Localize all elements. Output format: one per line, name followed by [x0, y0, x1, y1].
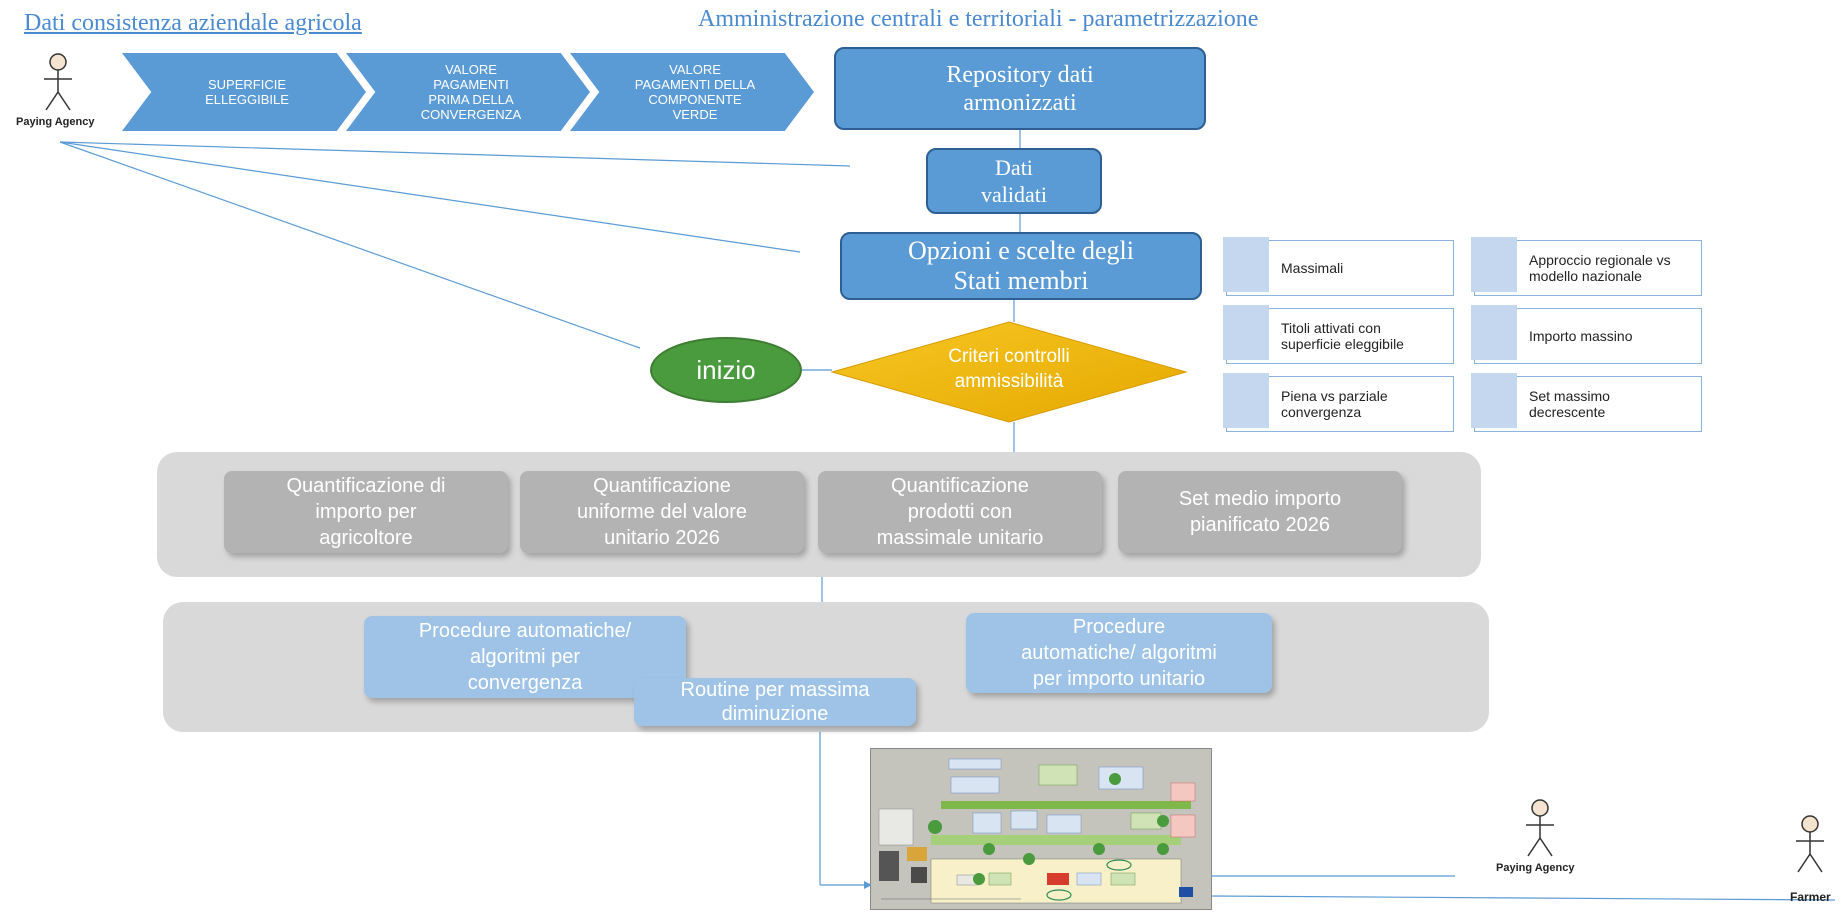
option-marker	[1471, 373, 1517, 428]
option-label: Importo massino	[1529, 328, 1633, 344]
option-card: Approccio regionale vs modello nazionale	[1471, 237, 1702, 296]
connector-line	[59, 141, 851, 167]
stick-figure-icon	[1526, 799, 1554, 857]
actor-label: Paying Agency	[16, 116, 95, 128]
option-card: Piena vs parziale convergenza	[1223, 373, 1454, 432]
right-title: Amministrazione centrali e territoriali …	[698, 6, 1259, 32]
repository-box: Repository dati armonizzati	[834, 47, 1206, 130]
stick-figure-icon	[1796, 815, 1824, 873]
quantification-box: Quantificazione prodotti con massimale u…	[818, 471, 1102, 553]
option-label: Piena vs parziale convergenza	[1281, 388, 1388, 420]
option-card: Importo massino	[1471, 305, 1702, 364]
architecture-diagram-image	[870, 748, 1212, 910]
chevron-step: SUPERFICIE ELLEGGIBILE	[122, 53, 366, 131]
quantification-box: Quantificazione di importo per agricolto…	[224, 471, 508, 553]
farmer-actor	[1790, 814, 1830, 881]
option-label: Approccio regionale vs modello nazionale	[1529, 252, 1671, 284]
unit-amount-procedure-box: Procedure automatiche/ algoritmi per imp…	[966, 613, 1272, 693]
option-card: Set massimo decrescente	[1471, 373, 1702, 432]
convergence-procedure-box: Procedure automatiche/ algoritmi per con…	[364, 616, 686, 698]
connector-line	[59, 141, 641, 349]
quantification-box: Set medio importo pianificato 2026	[1118, 471, 1402, 553]
stick-figure-icon	[44, 53, 72, 111]
paying-agency-actor	[1520, 798, 1560, 865]
option-marker	[1223, 305, 1269, 360]
chevron-step: VALORE PAGAMENTI DELLA COMPONENTE VERDE	[570, 53, 814, 131]
option-marker	[1223, 237, 1269, 292]
option-label: Set massimo decrescente	[1529, 388, 1610, 420]
start-node: inizio	[650, 337, 802, 403]
chevron-label: VALORE PAGAMENTI DELLA COMPONENTE VERDE	[634, 62, 756, 122]
option-card: Massimali	[1223, 237, 1454, 296]
member-state-options-box: Opzioni e scelte degli Stati membri	[840, 232, 1202, 300]
option-card: Titoli attivati con superficie eleggibil…	[1223, 305, 1454, 364]
connector-line	[1209, 895, 1836, 901]
option-label: Massimali	[1281, 260, 1344, 276]
option-marker	[1471, 237, 1517, 292]
left-title: Dati consistenza aziendale agricola	[24, 10, 362, 36]
quantification-box: Quantificazione uniforme del valore unit…	[520, 471, 804, 553]
option-label: Titoli attivati con superficie eleggibil…	[1281, 320, 1404, 352]
arrow-head	[864, 881, 872, 889]
decision-diamond	[830, 321, 1188, 423]
architecture-thumbnail	[871, 749, 1211, 909]
actor-label: Farmer	[1790, 890, 1831, 904]
option-marker	[1223, 373, 1269, 428]
chevron-label: VALORE PAGAMENTI PRIMA DELLA CONVERGENZA	[420, 62, 522, 122]
chevron-step: VALORE PAGAMENTI PRIMA DELLA CONVERGENZA	[346, 53, 590, 131]
validated-data-box: Dati validati	[926, 148, 1102, 214]
decision-label: Criteri controlli ammissibilità	[948, 346, 1070, 392]
paying-agency-actor	[38, 52, 78, 119]
actor-label: Paying Agency	[1496, 862, 1575, 874]
connector-line	[59, 141, 801, 253]
option-marker	[1471, 305, 1517, 360]
max-reduction-routine-box: Routine per massima diminuzione	[634, 678, 916, 726]
chevron-label: SUPERFICIE ELLEGGIBILE	[205, 77, 289, 107]
